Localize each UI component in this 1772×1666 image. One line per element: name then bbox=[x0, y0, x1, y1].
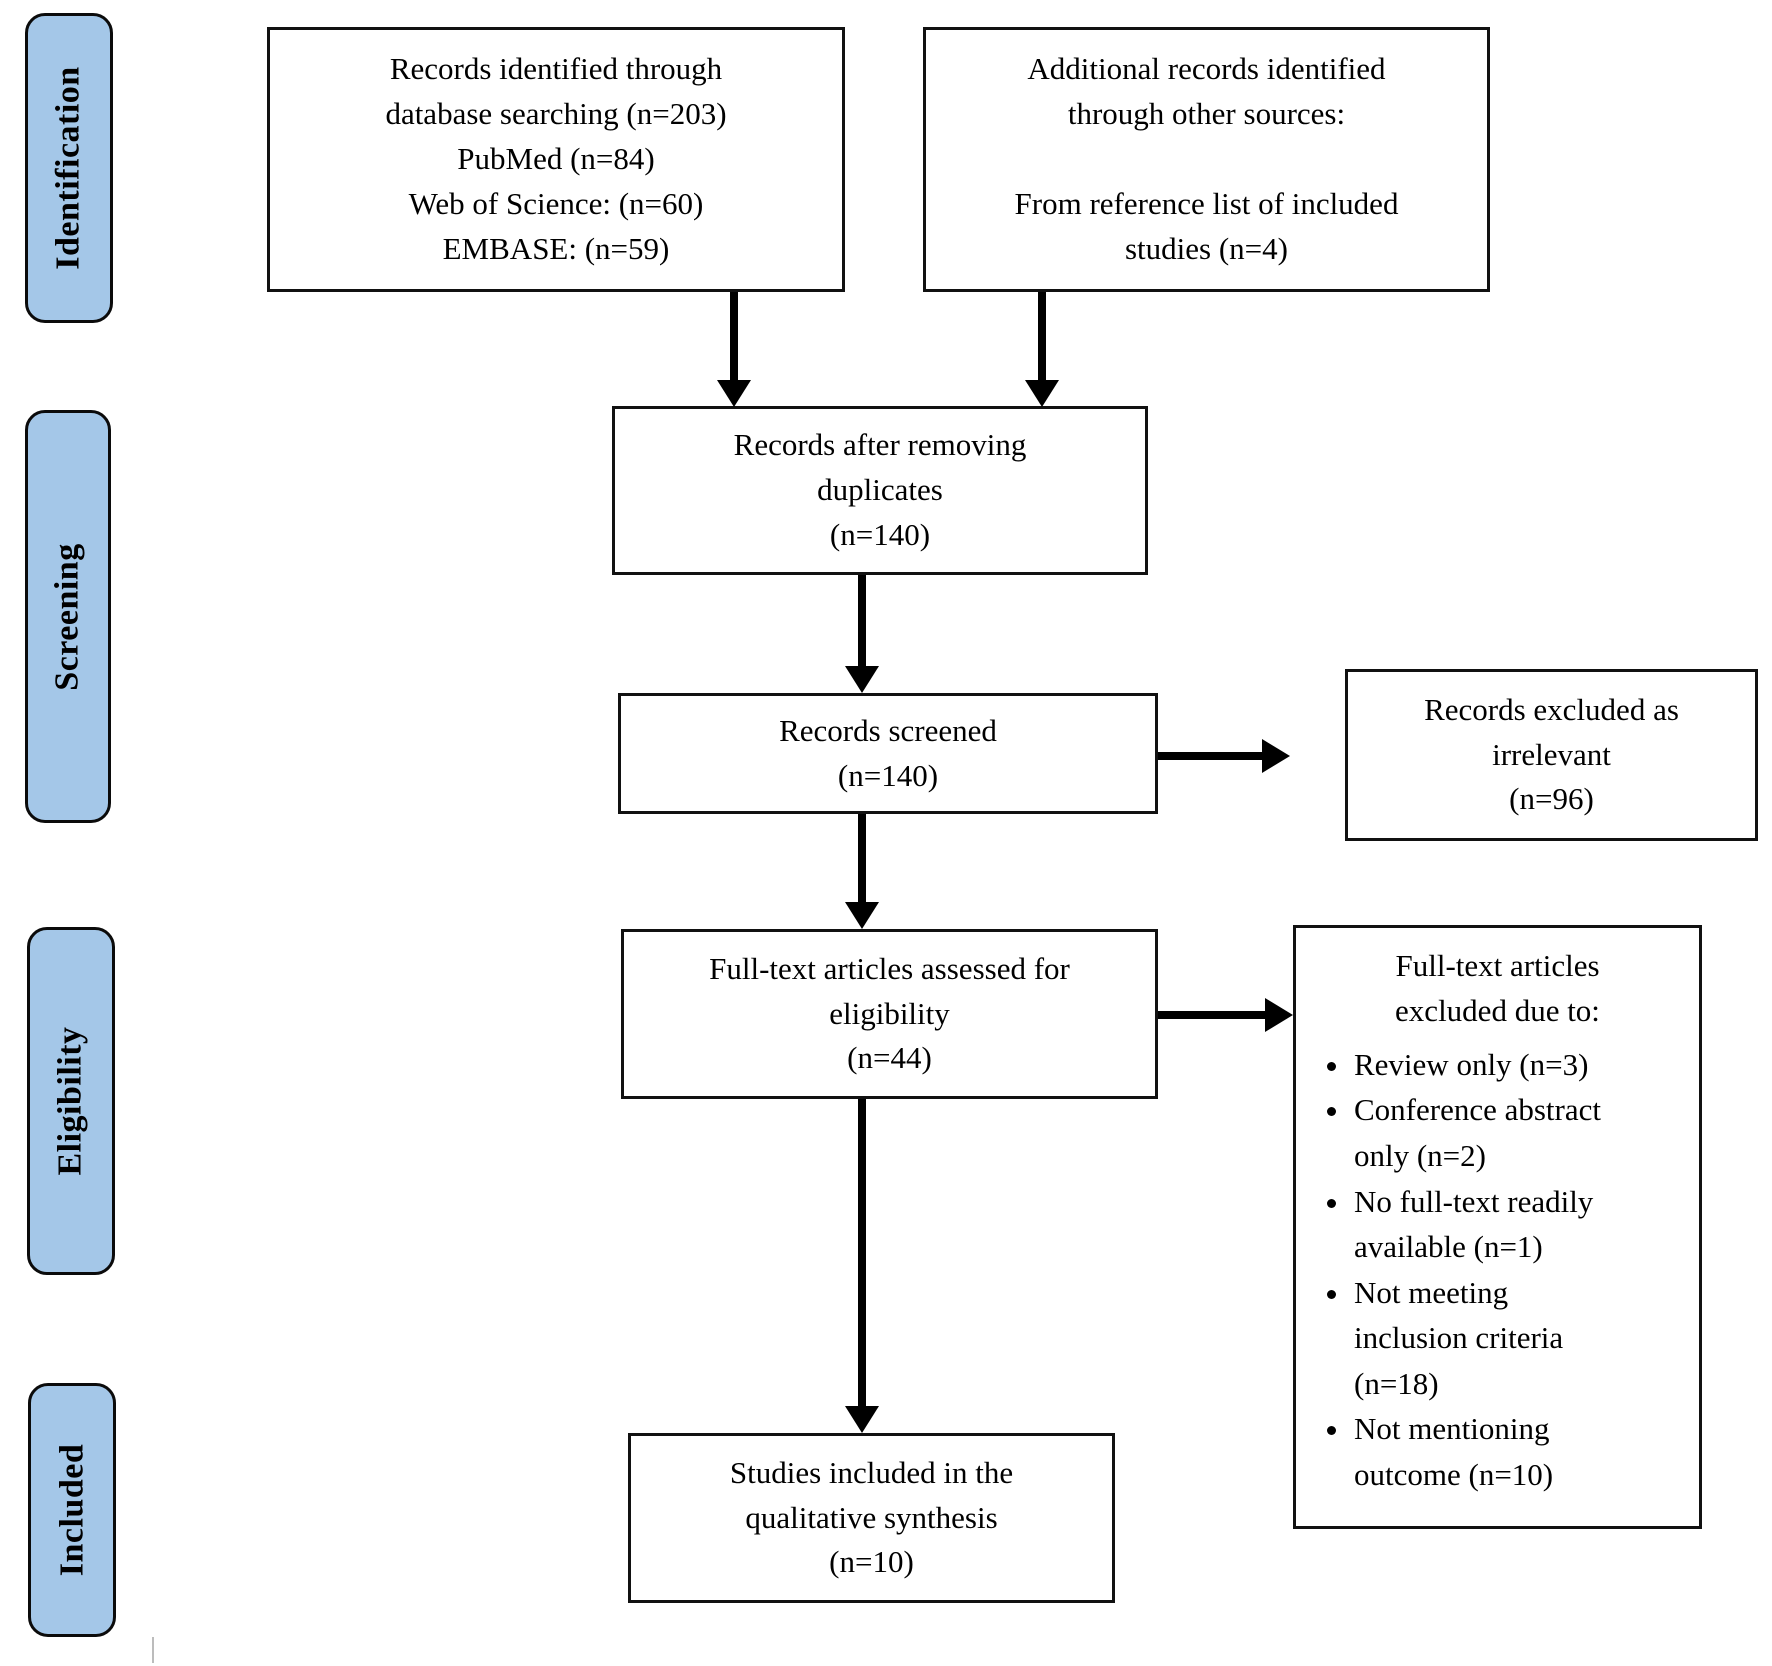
arrowhead-down-icon bbox=[845, 1406, 879, 1433]
arrow-identified-to-duplicates bbox=[730, 292, 738, 380]
arrow-duplicates-to-screened bbox=[858, 575, 866, 666]
exclusion-reason: Not meeting inclusion criteria (n=18) bbox=[1352, 1270, 1693, 1407]
arrowhead-down-icon bbox=[717, 380, 751, 407]
arrowhead-down-icon bbox=[845, 902, 879, 929]
arrow-screened-to-excluded bbox=[1158, 752, 1262, 760]
stage-label-text: Eligibility bbox=[52, 1026, 89, 1176]
exclusion-reason: Not mentioning outcome (n=10) bbox=[1352, 1406, 1693, 1497]
stage-label-text: Screening bbox=[49, 542, 86, 691]
arrow-fulltext-to-excluded bbox=[1158, 1011, 1265, 1019]
exclusion-reason: No full-text readily available (n=1) bbox=[1352, 1179, 1693, 1270]
box-records-excluded-irrelevant: Records excluded as irrelevant (n=96) bbox=[1345, 669, 1758, 841]
arrowhead-down-icon bbox=[1025, 380, 1059, 407]
arrow-fulltext-to-included bbox=[858, 1099, 866, 1406]
stage-label-text: Included bbox=[53, 1443, 90, 1577]
arrowhead-down-icon bbox=[845, 666, 879, 693]
box-records-screened: Records screened (n=140) bbox=[618, 693, 1158, 814]
arrowhead-right-icon bbox=[1262, 739, 1290, 773]
stage-label-text: Identification bbox=[50, 66, 88, 270]
scan-artifact-line bbox=[152, 1637, 154, 1663]
box-records-identified: Records identified through database sear… bbox=[267, 27, 845, 292]
stage-label-screening: Screening bbox=[25, 410, 111, 823]
fulltext-excluded-list: Review only (n=3) Conference abstract on… bbox=[1296, 1042, 1699, 1498]
box-studies-included: Studies included in the qualitative synt… bbox=[628, 1433, 1115, 1603]
stage-label-eligibility: Eligibility bbox=[27, 927, 115, 1275]
arrow-additional-to-duplicates bbox=[1038, 292, 1046, 380]
box-additional-records: Additional records identified through ot… bbox=[923, 27, 1490, 292]
arrowhead-right-icon bbox=[1265, 998, 1293, 1032]
box-records-after-duplicates: Records after removing duplicates (n=140… bbox=[612, 406, 1148, 575]
exclusion-reason: Conference abstract only (n=2) bbox=[1352, 1087, 1693, 1178]
box-fulltext-assessed: Full-text articles assessed for eligibil… bbox=[621, 929, 1158, 1099]
fulltext-excluded-header: Full-text articles excluded due to: bbox=[1395, 948, 1600, 1028]
arrow-screened-to-fulltext bbox=[858, 814, 866, 902]
box-fulltext-excluded: Full-text articles excluded due to: Revi… bbox=[1293, 925, 1702, 1529]
exclusion-reason: Review only (n=3) bbox=[1352, 1042, 1693, 1088]
stage-label-included: Included bbox=[28, 1383, 116, 1637]
stage-label-identification: Identification bbox=[25, 13, 113, 323]
